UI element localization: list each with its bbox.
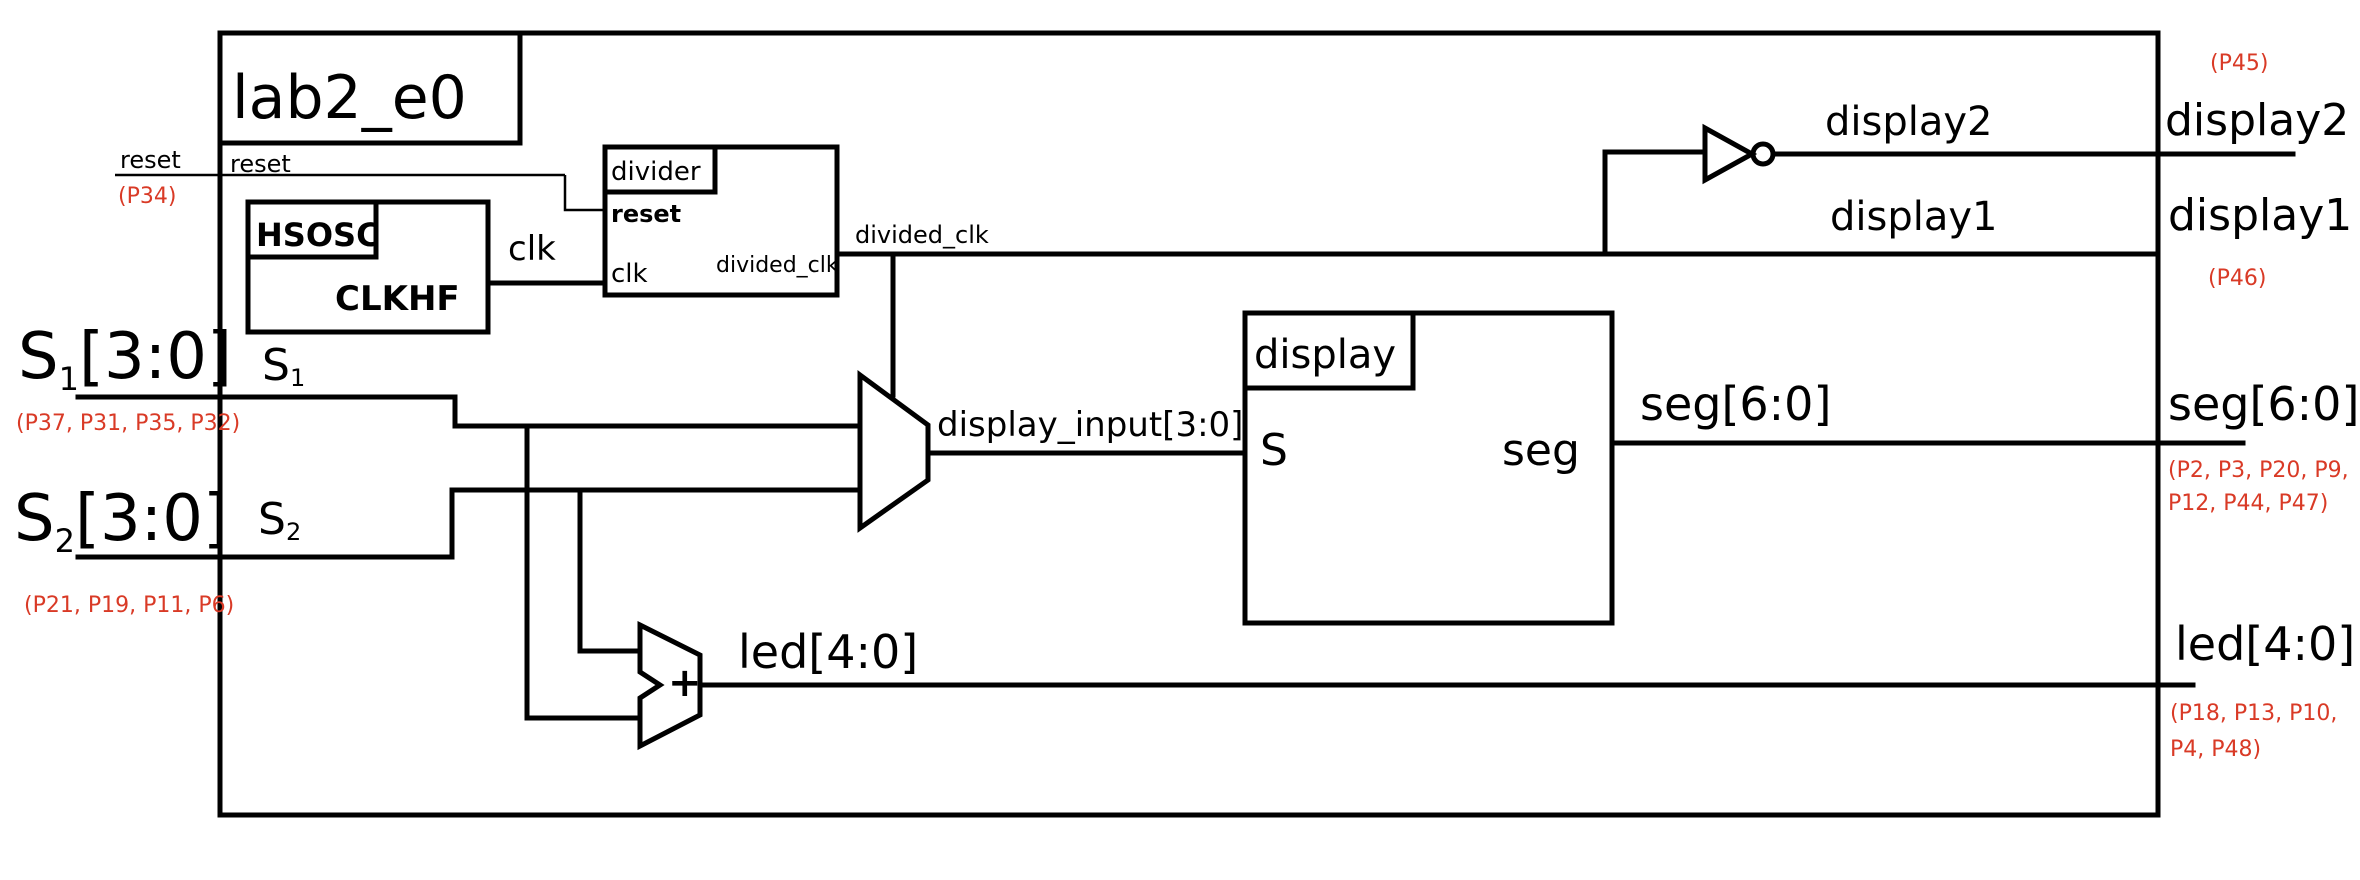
- seg-wire-label: seg[6:0]: [1640, 377, 1831, 431]
- top-module-title-box: [217, 30, 523, 146]
- seg-port-label: seg[6:0]: [2168, 377, 2359, 431]
- divider-clk-port: clk: [611, 259, 648, 289]
- display-title-box: [1242, 310, 1416, 391]
- display2-pin-label: (P45): [2210, 51, 2268, 76]
- inverter: [1702, 123, 1758, 185]
- display2-wire-label: display2: [1825, 99, 1992, 145]
- display-seg-port: seg: [1502, 425, 1580, 476]
- s1-port-label: S1[3:0]: [18, 320, 232, 398]
- display-name: display: [1254, 332, 1396, 378]
- top-module-box: [217, 30, 2161, 818]
- hsosc-clkhf-port: CLKHF: [335, 279, 460, 319]
- s2-tap-to-adder: [577, 487, 643, 654]
- led-port-label: led[4:0]: [2175, 617, 2355, 671]
- divider-block: [602, 144, 840, 298]
- hsosc-title-box: [245, 199, 379, 260]
- s1-pin-label: (P37, P31, P35, P32): [16, 411, 240, 436]
- s1-wire: [75, 394, 863, 429]
- mux: [857, 370, 931, 533]
- inverter-input-wire: [1602, 149, 1708, 257]
- led-pin-label-line2: P4, P48): [2170, 737, 2261, 762]
- s2-port-label: S2[3:0]: [14, 482, 228, 560]
- s2-pin-label: (P21, P19, P11, P6): [24, 593, 234, 618]
- divider-name: divider: [611, 157, 701, 187]
- divider-reset-port: reset: [611, 200, 681, 228]
- led-wire-label: led[4:0]: [738, 625, 918, 679]
- display-block: [1242, 310, 1615, 626]
- top-module-title: lab2_e0: [232, 63, 467, 133]
- clk-wire-label: clk: [508, 229, 556, 269]
- display2-port-label: display2: [2165, 95, 2349, 146]
- seg-pin-label-line1: (P2, P3, P20, P9,: [2168, 458, 2349, 483]
- seg-pin-label-line2: P12, P44, P47): [2168, 491, 2328, 516]
- s2-wire: [75, 487, 863, 560]
- adder: [637, 620, 703, 751]
- s2-wire-label: S2: [258, 494, 301, 546]
- divided-clk-wire-label: divided_clk: [855, 221, 989, 249]
- hsosc-name: HSOSC: [256, 216, 380, 254]
- reset-wire-to-divider: [563, 175, 605, 212]
- s1-wire-label: S1: [262, 340, 305, 392]
- s1-tap-to-adder: [524, 423, 643, 721]
- display-input-wire-label: display_input[3:0]: [937, 405, 1243, 445]
- reset-pin-label: (P34): [118, 184, 176, 209]
- display-s-port: S: [1260, 425, 1288, 476]
- adder-symbol: +: [668, 660, 702, 706]
- display1-wire-label: display1: [1830, 194, 1997, 240]
- divider-title-box: [602, 144, 718, 195]
- reset-port-label: reset: [120, 146, 181, 174]
- display1-port-label: display1: [2168, 190, 2352, 241]
- divider-out-port: divided_clk: [716, 253, 839, 278]
- reset-inside-label: reset: [230, 150, 291, 178]
- led-pin-label-line1: (P18, P13, P10,: [2170, 701, 2337, 726]
- display1-pin-label: (P46): [2208, 266, 2266, 291]
